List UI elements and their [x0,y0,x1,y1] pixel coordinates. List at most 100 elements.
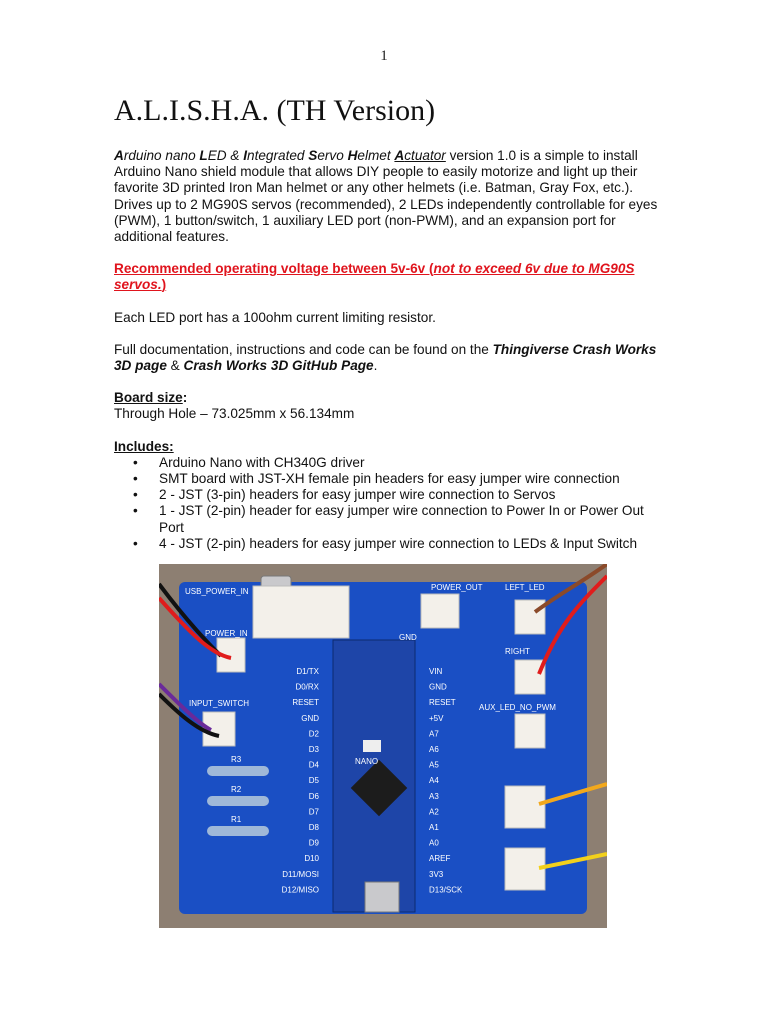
servo-header-1 [504,785,546,829]
page-number: 1 [380,48,388,64]
resistor-r1 [207,826,269,836]
resistor-r3 [207,766,269,776]
wire-purple [159,682,212,732]
reset-button [363,740,381,752]
left-pin-label: D4 [309,761,320,770]
acronym-a: A [114,148,124,163]
left-pin-label: D2 [309,729,320,738]
acronym-ed: ED & [207,148,244,163]
left-pin-label: D3 [309,745,320,754]
document-title: A.L.I.S.H.A. (TH Version) [114,94,436,127]
silk-gnd: GND [399,633,417,642]
acronym-ctuator: ctuator [404,148,446,163]
voltage-warning: Recommended operating voltage between 5v… [114,261,662,293]
list-item: 1 - JST (2-pin) header for easy jumper w… [114,503,662,535]
board-size-heading: Board size: [114,390,662,406]
docs-amp: & [166,358,184,374]
right-pin-label: RESET [429,698,456,707]
silk-right-led: RIGHT [505,647,530,656]
right-pin-label: D13/SCK [429,885,463,894]
silk-power-out: POWER_OUT [431,583,483,592]
right-pin-label: A3 [429,792,439,801]
voltage-main: Recommended operating voltage between 5v… [114,261,434,277]
wire-red [159,596,232,660]
intro-paragraph: Arduino nano LED & Integrated Servo Helm… [114,148,662,245]
wire-yellow [538,852,607,870]
includes-list: Arduino Nano with CH340G driver SMT boar… [114,455,662,552]
acronym-i: I [243,148,248,163]
acronym-ervo: ervo [317,148,348,163]
list-item: SMT board with JST-XH female pin headers… [114,471,662,487]
voltage-close: ) [161,277,167,293]
acronym-rduino: rduino nano [123,148,200,163]
voltage-italic: not to exceed 6v due to MG90S servos. [114,261,635,293]
aux-led-header [514,713,546,749]
right-pin-label: A2 [429,807,439,816]
acronym-a2: A [394,148,405,163]
left-pin-label: D11/MOSI [282,870,319,879]
power-in-header [216,637,246,673]
right-pin-label: A0 [429,839,439,848]
board-size-value: Through Hole – 73.025mm x 56.134mm [114,406,355,422]
docs-paragraph: Full documentation, instructions and cod… [114,342,662,374]
left-led-header [514,599,546,635]
includes-heading: Includes: [114,438,174,454]
silk-r1: R1 [231,815,242,824]
document-body: Arduino nano LED & Integrated Servo Helm… [114,148,662,552]
intro-text: version 1.0 is a simple to install Ardui… [114,148,658,245]
wire-orange [538,782,607,806]
right-led-header [514,659,546,695]
acronym-l: L [199,148,208,163]
docs-end: . [373,358,378,374]
left-pin-label: D10 [304,854,319,863]
list-item: Arduino Nano with CH340G driver [114,455,662,471]
led-note: Each LED port has a 100ohm current limit… [114,309,436,325]
silk-input-switch: INPUT_SWITCH [189,699,249,708]
acronym-elmet: elmet [357,148,395,163]
wire-red-2 [537,574,607,675]
github-link[interactable]: Crash Works 3D GitHub Page [183,358,374,374]
acronym-s: S [308,148,318,163]
board-size-colon: : [182,390,188,406]
left-pin-label: RESET [292,698,319,707]
right-pin-label: 3V3 [429,870,444,879]
right-pin-label: A6 [429,745,439,754]
silk-r2: R2 [231,785,242,794]
right-pin-label: AREF [429,854,450,863]
right-pin-label: GND [429,683,447,692]
right-pin-label: A1 [429,823,439,832]
expansion-header [252,585,350,639]
right-pin-label: VIN [429,667,443,676]
acronym-h: H [347,148,358,163]
resistor-r2 [207,796,269,806]
left-pin-label: D6 [309,792,320,801]
power-out-header [420,593,460,629]
left-pin-label: D0/RX [295,683,319,692]
nano-usb-port [364,881,400,913]
docs-pre: Full documentation, instructions and cod… [114,341,493,357]
servo-header-2 [504,847,546,891]
left-pin-label: GND [301,714,319,723]
thingiverse-link[interactable]: Thingiverse Crash Works 3D page [114,341,657,374]
left-pin-label: D12/MISO [282,885,319,894]
left-pin-label: D7 [309,807,320,816]
acronym-ntegrated: ntegrated [247,148,309,163]
left-pin-label: D9 [309,839,320,848]
left-pin-label: D8 [309,823,320,832]
left-pin-label: D1/TX [296,667,319,676]
left-pin-labels: D1/TX D0/RX RESET GND D2D3D4D5D6D7D8D9D10D11… [282,667,320,894]
silk-power-in: POWER_IN [205,629,248,638]
list-item: 2 - JST (3-pin) headers for easy jumper … [114,487,662,503]
right-pin-label: A4 [429,776,439,785]
right-pin-label: A5 [429,761,439,770]
right-pin-label: +5V [429,714,444,723]
right-pin-labels: VINGNDRESET+5VA7A6A5A4A3A2A1A0AREF3V3D13… [429,667,463,894]
board-photo: USB_POWER_IN POWER_IN POWER_OUT INPUT_SW… [159,564,607,928]
silk-aux-led: AUX_LED_NO_PWM [479,703,556,712]
wire-brown [533,564,607,614]
silk-nano: NANO [355,757,378,766]
list-item: 4 - JST (2-pin) headers for easy jumper … [114,536,662,552]
left-pin-label: D5 [309,776,320,785]
board-size-label: Board size [114,390,183,406]
silk-r3: R3 [231,755,242,764]
